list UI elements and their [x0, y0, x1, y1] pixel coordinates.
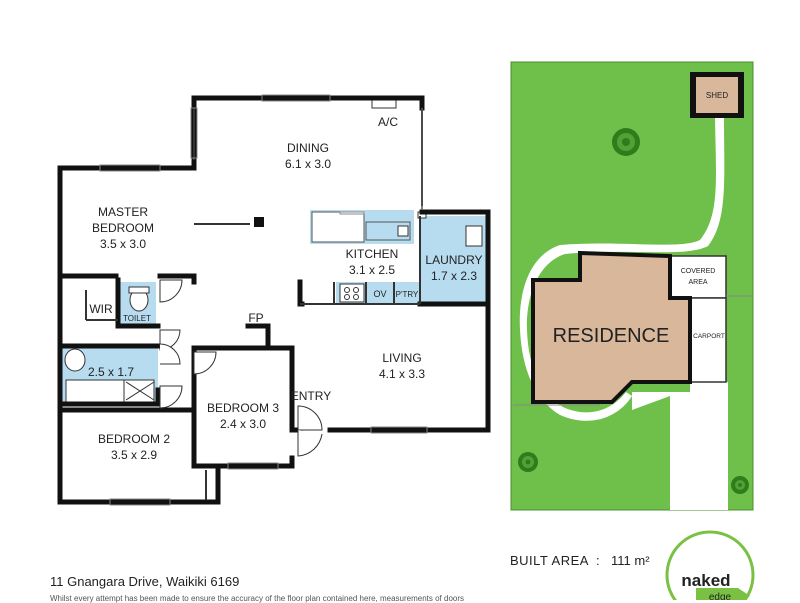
laundry-label: LAUNDRY	[425, 253, 482, 267]
windows	[99, 94, 428, 506]
floor-plan: DINING 6.1 x 3.0 A/C MASTER BEDROOM 3.5 …	[57, 94, 491, 506]
entry-label: ENTRY	[291, 389, 331, 403]
driveway	[632, 382, 728, 510]
ac-label: A/C	[378, 115, 398, 129]
oven-label: OV	[373, 289, 386, 299]
logo-word-2: edge	[709, 592, 732, 600]
disclaimer-text: Whilst every attempt has been made to en…	[50, 594, 465, 603]
toilet-label: TOILET	[123, 314, 151, 323]
naked-edge-logo: naked edge	[665, 530, 755, 600]
covered-area-label-2: AREA	[688, 279, 707, 286]
covered-area-box	[669, 255, 727, 299]
kitchen-size: 3.1 x 2.5	[349, 263, 395, 277]
dining-size: 6.1 x 3.0	[285, 157, 331, 171]
carport-box	[689, 297, 727, 383]
built-area-colon: :	[596, 553, 600, 568]
bedroom2-label: BEDROOM 2	[98, 432, 170, 446]
carport-label: CARPORT	[693, 333, 725, 340]
shed-label: SHED	[706, 91, 728, 100]
bath-size: 2.5 x 1.7	[88, 365, 134, 379]
pantry-label: P'TRY	[396, 290, 419, 299]
tree-icon	[612, 128, 640, 156]
covered-area-label-1: COVERED	[681, 268, 716, 275]
master-bedroom-size: 3.5 x 3.0	[100, 237, 146, 251]
tree-icon	[731, 476, 749, 494]
bedroom3-size: 2.4 x 3.0	[220, 417, 266, 431]
shed-inner	[696, 77, 738, 113]
wir-label: WIR	[89, 302, 113, 316]
property-address: 11 Gnangara Drive, Waikiki 6169	[50, 574, 240, 589]
tree-icon	[518, 452, 538, 472]
fixtures	[64, 99, 483, 403]
bedroom2-size: 3.5 x 2.9	[111, 448, 157, 462]
bedroom3-label: BEDROOM 3	[207, 401, 279, 415]
laundry-size: 1.7 x 2.3	[431, 269, 477, 283]
living-size: 4.1 x 3.3	[379, 367, 425, 381]
residence-label: RESIDENCE	[553, 325, 670, 347]
built-area-value: 111 m²	[611, 553, 650, 568]
kitchen-label: KITCHEN	[346, 247, 399, 261]
master-bedroom-label-2: BEDROOM	[92, 221, 154, 235]
site-plan: SHED COVERED AREA RESIDENCE CARPORT	[510, 61, 754, 511]
logo-word-1: naked	[681, 571, 730, 590]
column	[254, 217, 264, 227]
doors	[159, 279, 323, 457]
residence-shape	[531, 250, 692, 404]
room-labels: DINING 6.1 x 3.0 A/C MASTER BEDROOM 3.5 …	[88, 115, 483, 462]
fireplace-label: FP	[248, 311, 263, 325]
master-bedroom-label-1: MASTER	[98, 205, 148, 219]
living-label: LIVING	[382, 351, 421, 365]
built-area-label: BUILT AREA	[510, 553, 589, 568]
dining-label: DINING	[287, 141, 329, 155]
